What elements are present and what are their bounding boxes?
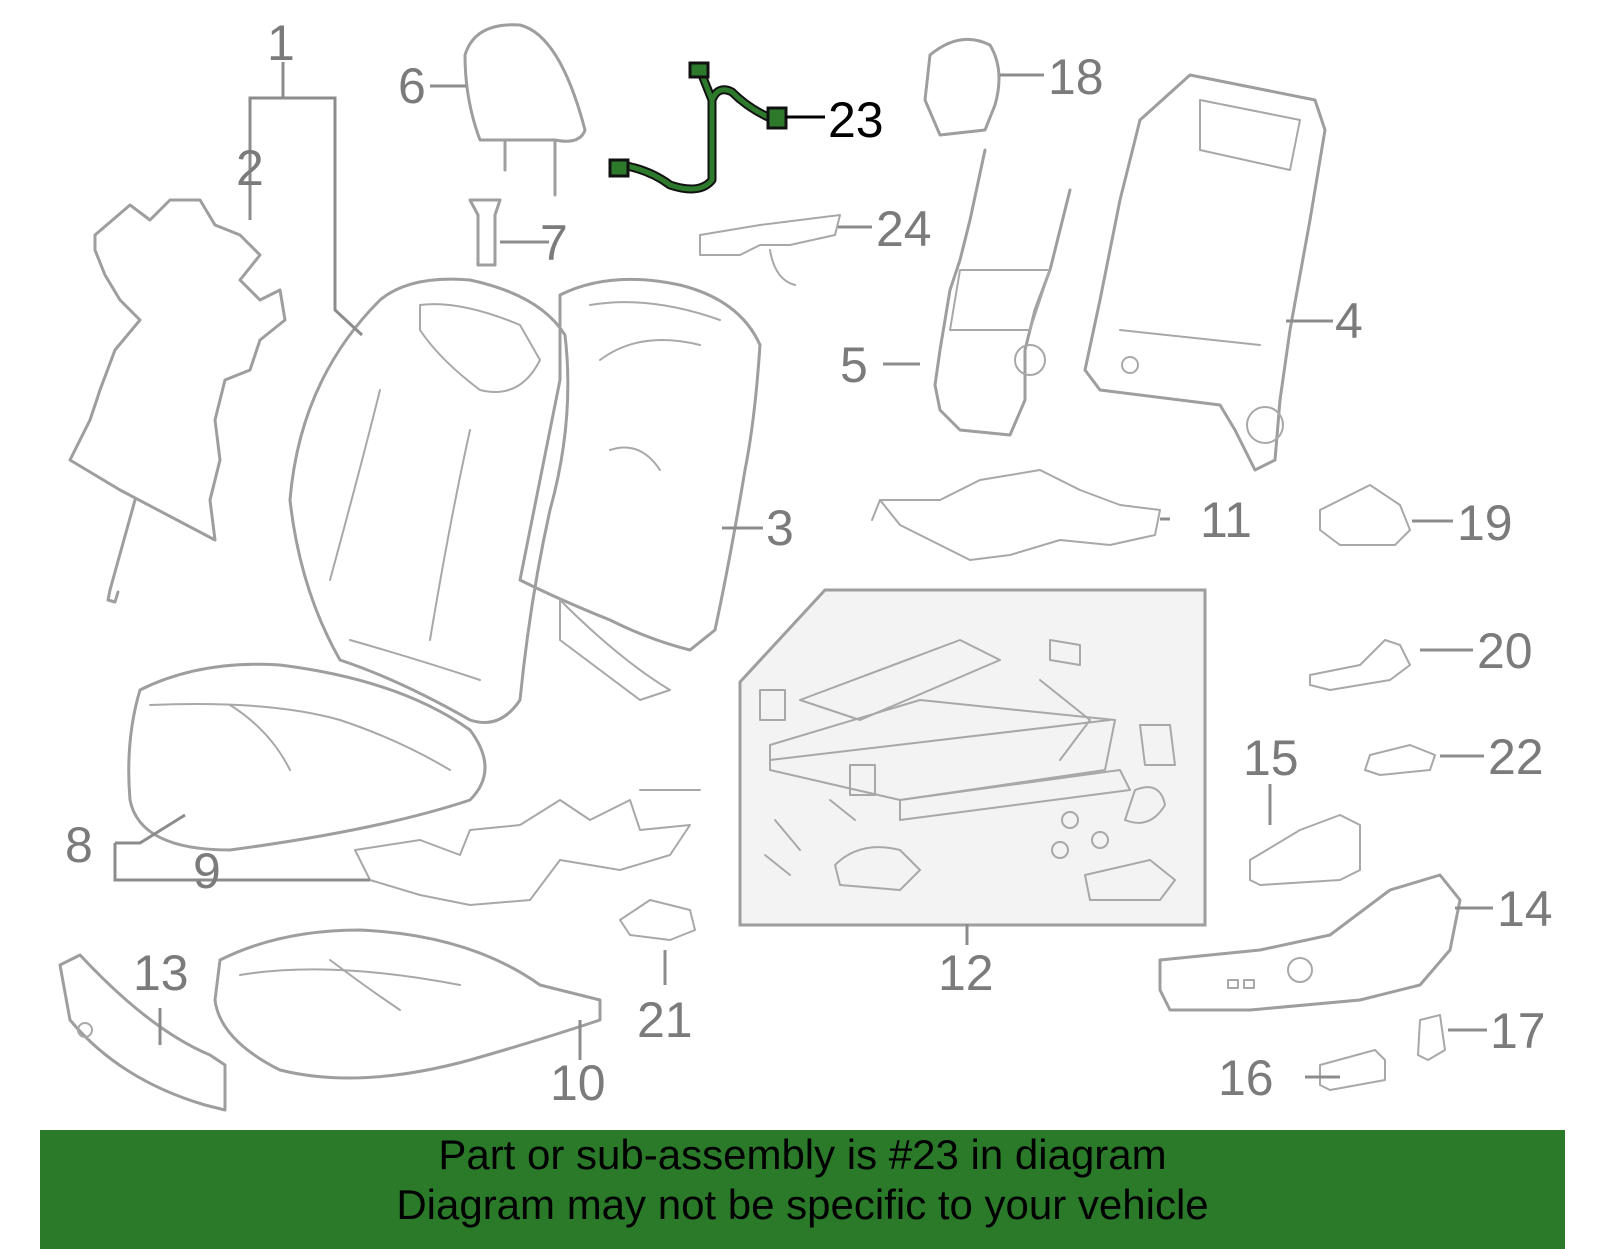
leader-lines [113, 62, 1493, 1079]
part-15-cover [1249, 814, 1361, 886]
callout-1: 1 [267, 15, 295, 71]
banner-line-2: Diagram may not be specific to your vehi… [396, 1181, 1209, 1228]
callout-17: 17 [1490, 1003, 1546, 1059]
part-6-headrest [463, 23, 587, 197]
callout-18: 18 [1048, 49, 1104, 105]
part-7-headrest-guide [468, 198, 502, 267]
callout-11: 11 [1200, 492, 1252, 548]
callout-22: 22 [1488, 729, 1544, 785]
part-20-bracket [1309, 639, 1411, 691]
part-12-panel [738, 588, 1207, 927]
callout-8: 8 [65, 817, 93, 873]
part-9-cushion-heater [354, 789, 701, 906]
callout-7: 7 [540, 215, 568, 271]
part-22-clip [1364, 744, 1436, 776]
callout-5: 5 [840, 337, 868, 393]
callout-14: 14 [1497, 881, 1553, 937]
part-16-knob [1319, 1049, 1386, 1091]
callout-12: 12 [938, 945, 994, 1001]
part-17-knob [1417, 1014, 1446, 1061]
callout-10: 10 [550, 1055, 606, 1111]
callout-15: 15 [1243, 730, 1299, 786]
part-1-seatback-cover [288, 277, 570, 724]
part-13-side-trim [58, 953, 227, 1112]
part-5-lumbar [933, 148, 1072, 437]
part-3-seatback-pad [518, 277, 762, 701]
callout-23: 23 [828, 92, 884, 148]
callout-9: 9 [193, 843, 221, 899]
callout-3: 3 [766, 500, 794, 556]
callout-16: 16 [1218, 1050, 1274, 1106]
part-11-mat [871, 469, 1161, 561]
callout-4: 4 [1335, 293, 1363, 349]
part-4-seatback-frame [1083, 73, 1327, 472]
part-14-side-shield [1158, 873, 1462, 1012]
callout-2: 2 [236, 140, 264, 196]
part-19-bracket [1319, 484, 1411, 546]
part-8-cushion-cover [127, 662, 487, 852]
part-13-hole [77, 1022, 93, 1038]
callout-24: 24 [876, 201, 932, 257]
part-10-cushion-pad [213, 928, 602, 1080]
part-info-banner: Part or sub-assembly is #23 in diagram D… [40, 1130, 1565, 1249]
callout-20: 20 [1477, 623, 1533, 679]
callout-19: 19 [1457, 495, 1513, 551]
callout-13: 13 [133, 945, 189, 1001]
part-23-wire-harness [608, 61, 788, 194]
part-2-seat-heater [68, 198, 287, 604]
banner-line-1: Part or sub-assembly is #23 in diagram [438, 1131, 1167, 1178]
part-12-seat-track [759, 639, 1176, 901]
part-21-clip [619, 899, 696, 941]
part-24-harness [699, 214, 841, 286]
callout-21: 21 [637, 992, 693, 1048]
callout-6: 6 [398, 58, 426, 114]
part-18-trim [923, 37, 1001, 137]
